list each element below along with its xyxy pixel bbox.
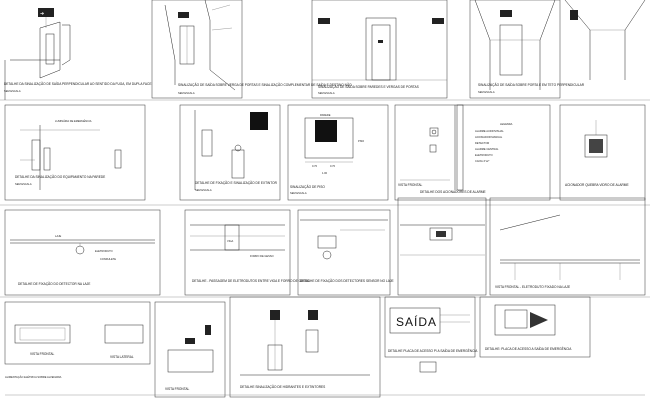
panel-emergency-exit-plate: DETALHE: PLACA DE ACESSO A SAÍDA DE EMER… [479,296,591,358]
svg-text:VIGA: VIGA [227,239,233,243]
svg-text:1.00: 1.00 [322,171,328,175]
power-note: ALIMENTAÇÃO ELÉTRICA SOBRE ALVENARIA [5,374,62,379]
detector-icon [322,250,332,260]
caption-p19: DETALHE: PLACA DE ACESSO A SAÍDA DE EMER… [485,346,572,351]
svg-text:LAJE: LAJE [55,234,61,238]
caption-p12: DETALHE - PASSAGEM DE ELETRODUTOS ENTRE … [192,279,310,283]
svg-text:0.70: 0.70 [312,164,318,168]
panel-floor-sign: PAREDE 0.70 0.70 1.00 PISO SINALIZAÇÃO D… [287,104,389,201]
exit-sign-icon [178,12,189,18]
svg-text:SEM ESCALA: SEM ESCALA [15,182,32,186]
svg-text:ALARME CENTRAL: ALARME CENTRAL [475,147,499,151]
detector-icon [75,245,85,255]
panel-glass-break-alarm: ACIONADOR QUEBRA VIDRO DE ALARME [559,104,646,201]
svg-text:SEM ESCALA: SEM ESCALA [318,91,335,95]
luminaire-side-view [104,324,144,344]
caption-p7: SINALIZAÇÃO DE PISO [290,184,325,189]
exit-sign-icon [432,18,444,24]
caption-p13: DETALHE DE FIXAÇÃO DOS DETECTORES SENSOR… [300,278,394,283]
panel-hydrant-extinguisher: DETALHE SINALIZAÇÃO DE HIDRANTES E EXTIN… [229,296,381,398]
svg-text:DETECTOR: DETECTOR [475,141,489,145]
caption-p6: DETALHE DE FIXAÇÃO E SINALIZAÇÃO DE EXTI… [195,180,278,185]
exit-sign-icon [500,10,512,17]
panel-exit-plate: SAÍDA DETALHE PLACA DE ACESSO P/ A SAÍDA… [384,296,478,373]
svg-text:SEM ESCALA: SEM ESCALA [178,91,195,95]
svg-text:CAIXA 4"x2": CAIXA 4"x2" [475,159,489,163]
caption-p11: DETALHE DE FIXAÇÃO DO DETECTOR NA LAJE [18,281,90,286]
panel-perpendicular-exit-sign: ➜ DETALHE DA SINALIZAÇÃO DE SAÍDA PERPEN… [4,8,151,100]
panel-conduit-beam: VIGA FORRO DE GESSO DETALHE - PASSAGEM D… [184,209,310,296]
svg-text:SEM ESCALA: SEM ESCALA [290,191,307,195]
floor-sign-square [315,120,337,142]
exit-sign-icon [38,8,54,17]
caption-p15: VISTA LATERAL [110,355,134,359]
manual-actuator-icon [429,127,439,137]
caption-p8: VISTA FRONTAL [398,183,423,187]
caption-p18: DETALHE PLACA DE ACESSO P/ A SAÍDA DE EM… [388,348,478,353]
svg-text:➜: ➜ [40,11,44,17]
svg-text:ELETRODUTO: ELETRODUTO [475,153,493,157]
panel-luminaire-front: VISTA FRONTAL [154,301,226,398]
panel-door-exit-sign: SINALIZAÇÃO DE SAÍDA SOBRE VERGA DE PORT… [151,0,352,99]
svg-text:FORRO DE GESSO: FORRO DE GESSO [250,254,274,258]
panel-ceiling-exit-sign: SINALIZAÇÃO DE SAÍDA SOBRE PORTA E EM TE… [469,0,585,99]
panel-wall-exit-sign: SINALIZAÇÃO DE SAÍDA SOBRE PAREDES E VER… [311,0,448,99]
svg-text:ALARME AUDIOVISUAL: ALARME AUDIOVISUAL [475,129,504,133]
caption-p3: SINALIZAÇÃO DE SAÍDA SOBRE PAREDES E VER… [318,84,419,89]
extinguisher-sign-icon [308,310,318,320]
caption-p9: DETALHE DOS ACIONADORES DE ALARME [420,190,486,194]
panel-sensor-detectors: DETALHE DE FIXAÇÃO DOS DETECTORES SENSOR… [297,209,394,296]
panel-equipment-wall: LUMINÁRIA DE EMERGÊNCIA DETALHE DA SINAL… [4,104,146,201]
caption-p10: ACIONADOR QUEBRA VIDRO DE ALARME [565,183,629,187]
exit-sign-icon [318,18,330,24]
caption-p4: SINALIZAÇÃO DE SAÍDA SOBRE PORTA E EM TE… [478,82,585,87]
svg-text:ACIONADOR MANUAL: ACIONADOR MANUAL [475,135,503,139]
svg-text:LUMINÁRIA DE EMERGÊNCIA: LUMINÁRIA DE EMERGÊNCIA [55,118,92,123]
luminaire-front-view [14,324,71,344]
glass-break-icon [589,139,603,153]
caption-p14: VISTA FRONTAL - ELETRODUTO FIXADO NA LAJ… [495,285,570,289]
saida-sign-text: SAÍDA [396,314,437,329]
panel-conduit-front: VISTA FRONTAL - ELETRODUTO FIXADO NA LAJ… [489,197,646,296]
svg-text:VISTA FRONTAL: VISTA FRONTAL [165,387,190,391]
hydrant-sign-icon [270,310,280,320]
caption-p17: DETALHE SINALIZAÇÃO DE HIDRANTES E EXTIN… [240,384,325,389]
svg-text:0.70: 0.70 [330,164,336,168]
exit-sign-icon [570,10,578,20]
panel-corridor-sign [564,0,646,80]
caption-p1: DETALHE DA SINALIZAÇÃO DE SAÍDA PERPENDI… [4,81,151,86]
panel-extinguisher-fixing: DETALHE DE FIXAÇÃO E SINALIZAÇÃO DE EXTI… [179,104,281,201]
svg-text:LEGENDA: LEGENDA [500,122,513,126]
svg-text:SEM ESCALA: SEM ESCALA [478,90,495,94]
caption-p5: DETALHE DA SINALIZAÇÃO DO EQUIPAMENTO NA… [15,174,105,179]
svg-text:PAREDE: PAREDE [320,113,331,117]
svg-text:ELETRODUTO: ELETRODUTO [95,249,113,253]
exit-arrow-icon [530,312,548,328]
extinguisher-sign-icon [250,112,268,130]
svg-text:SEM ESCALA: SEM ESCALA [195,188,212,192]
panel-luminaire-views: VISTA FRONTAL VISTA LATERAL [4,301,151,365]
panel-alarm-actuators: LEGENDA ALARME AUDIOVISUAL ACIONADOR MAN… [394,104,551,201]
svg-text:PISO: PISO [358,139,364,143]
panel-detector-slab: LAJE ELETRODUTO CONDULETE DETALHE DE FIX… [4,209,161,296]
caption-p16: VISTA FRONTAL [30,352,55,356]
panel-conduit-fixed [397,197,487,296]
svg-text:CONDULETE: CONDULETE [100,257,116,261]
svg-text:SEM ESCALA: SEM ESCALA [4,89,21,93]
caption-p2: SINALIZAÇÃO DE SAÍDA SOBRE VERGA DE PORT… [178,82,352,87]
